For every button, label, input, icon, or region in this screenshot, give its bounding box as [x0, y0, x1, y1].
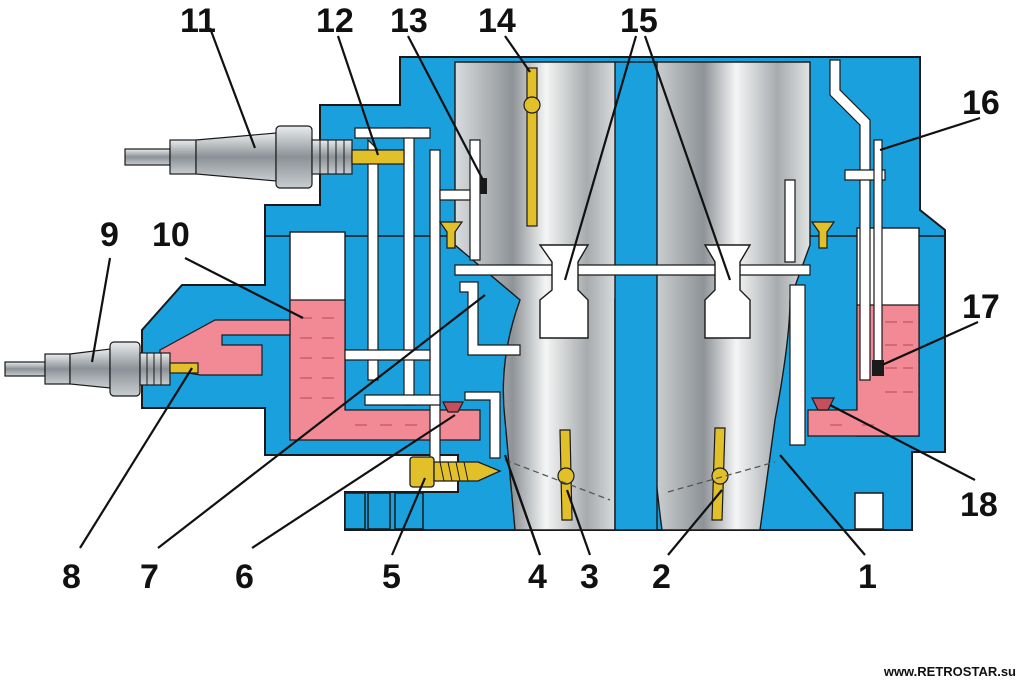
label-15: 15 — [620, 2, 658, 40]
right-air-jet — [810, 221, 836, 249]
upper-solenoid-valve — [124, 125, 405, 189]
left-air-jet — [438, 221, 464, 249]
label-9: 9 — [100, 216, 119, 254]
label-12: 12 — [316, 2, 354, 40]
label-4: 4 — [528, 558, 547, 596]
left-fuel — [289, 299, 481, 441]
leader-lines — [79, 27, 981, 556]
mixture-screw — [409, 456, 502, 488]
air-damper — [523, 67, 541, 227]
lower-solenoid-valve — [4, 341, 199, 397]
label-10: 10 — [152, 216, 190, 254]
jets — [438, 221, 836, 249]
label-17: 17 — [962, 288, 1000, 326]
label-3: 3 — [580, 558, 599, 596]
label-7: 7 — [140, 558, 159, 596]
label-13: 13 — [390, 2, 428, 40]
left-main-jet — [442, 401, 464, 413]
watermark: www.RETROSTAR.su — [883, 664, 1016, 679]
right-main-jet — [811, 397, 835, 411]
left-small-diffuser — [538, 244, 590, 339]
barrel-partition — [614, 61, 658, 531]
label-2: 2 — [652, 558, 671, 596]
right-small-diffuser — [703, 244, 752, 339]
econostat-tip — [872, 360, 884, 376]
label-8: 8 — [62, 558, 81, 596]
main-fuel-jets — [442, 397, 835, 413]
label-6: 6 — [235, 558, 254, 596]
upper-valve-tip — [480, 178, 487, 194]
small-diffusers — [538, 244, 752, 339]
channels — [344, 59, 886, 471]
left-float-chamber — [289, 231, 481, 441]
label-16: 16 — [962, 84, 1000, 122]
label-18: 18 — [960, 486, 998, 524]
label-14: 14 — [478, 2, 516, 40]
econostat-tube — [873, 139, 883, 376]
label-1: 1 — [858, 558, 877, 596]
callout-labels: 1 2 3 4 5 6 7 8 9 10 11 12 13 14 15 16 1… — [62, 2, 1000, 596]
label-5: 5 — [382, 558, 401, 596]
label-11: 11 — [180, 2, 216, 40]
